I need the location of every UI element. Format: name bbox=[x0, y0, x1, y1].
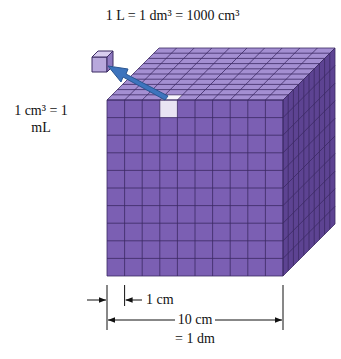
volume-equivalence: 1 cm³ = 1 mL bbox=[8, 102, 74, 136]
volume-callout: 1 cm³ = 1 mL bbox=[0, 38, 128, 156]
glow-blob bbox=[0, 38, 128, 156]
dimension-lines bbox=[87, 285, 283, 330]
title: 1 L = 1 dm³ = 1000 cm³ bbox=[106, 8, 240, 24]
dimension-label: = 1 dm bbox=[175, 331, 215, 347]
cube-face bbox=[283, 48, 335, 276]
cube-face bbox=[107, 100, 283, 276]
cube-face bbox=[160, 100, 178, 118]
dimension-label: 10 cm bbox=[175, 312, 216, 328]
pointer-arrow bbox=[108, 66, 168, 100]
liter-cube bbox=[107, 48, 335, 276]
grid-lines bbox=[107, 48, 335, 276]
dimension-label: 1 cm bbox=[146, 292, 174, 308]
